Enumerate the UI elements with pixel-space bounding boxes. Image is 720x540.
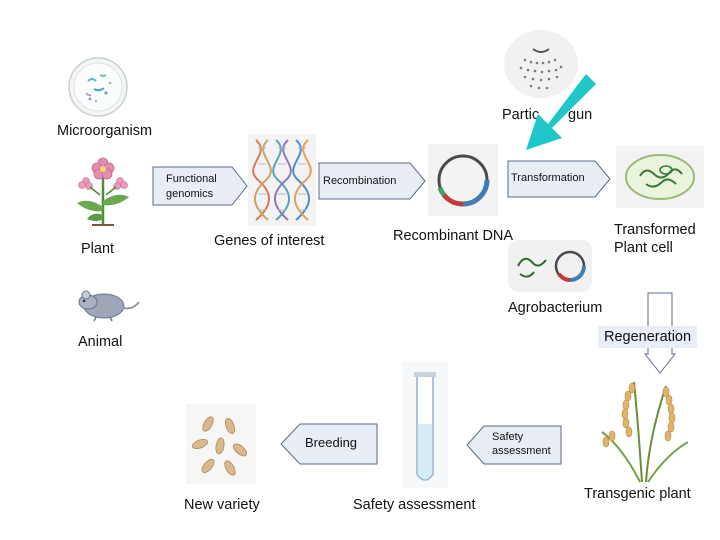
safety-assessment-arrow: Safety assessment: [466, 425, 562, 465]
safety-assessment-label: Safety assessment: [353, 497, 476, 513]
animal-label: Animal: [78, 334, 123, 350]
recombinant-dna-label: Recombinant DNA: [393, 228, 514, 244]
functional-genomics-arrow: Functional genomics: [152, 166, 248, 206]
breeding-label: Breeding: [305, 435, 358, 450]
test-tube-icon: [402, 362, 448, 488]
breeding-arrow: Breeding: [280, 423, 378, 465]
safety-assessment-arrow-line2: assessment: [492, 445, 551, 457]
functional-genomics-line2: genomics: [166, 188, 214, 200]
regeneration-label: Regeneration: [598, 326, 698, 348]
transformed-plant-cell-label-line1: Transformed: [614, 222, 696, 238]
agrobacterium-icon: [508, 240, 592, 292]
genes-of-interest-label: Genes of interest: [214, 233, 325, 249]
seeds-icon: [186, 404, 256, 484]
transformation-label: Transformation: [511, 172, 585, 184]
plant-label: Plant: [81, 241, 115, 257]
dna-helix-icon: [248, 134, 316, 226]
transformed-plant-cell-label-line2: Plant cell: [614, 240, 673, 256]
flower-icon: [70, 155, 136, 230]
recombination-label: Recombination: [323, 175, 397, 187]
rice-plant-icon: [594, 372, 694, 484]
functional-genomics-line1: Functional: [166, 173, 217, 185]
recombination-arrow: Recombination: [318, 162, 426, 200]
safety-assessment-arrow-line1: Safety: [492, 431, 524, 443]
new-variety-label: New variety: [184, 497, 260, 513]
microorganism-label: Microorganism: [57, 123, 153, 139]
plasmid-icon: [428, 144, 498, 216]
transformation-arrow: Transformation: [507, 160, 611, 198]
plant-cell-icon: [616, 146, 704, 208]
transgenic-plant-label: Transgenic plant: [584, 486, 691, 502]
particle-gun-label-part1: Partic: [502, 107, 540, 123]
particle-gun-icon: [503, 30, 579, 100]
petri-dish-icon: [66, 55, 130, 119]
particle-delivery-arrow-icon: [518, 70, 598, 154]
agrobacterium-label: Agrobacterium: [508, 300, 603, 316]
particle-gun-label-part2: gun: [568, 107, 593, 123]
rat-icon: [76, 284, 142, 324]
